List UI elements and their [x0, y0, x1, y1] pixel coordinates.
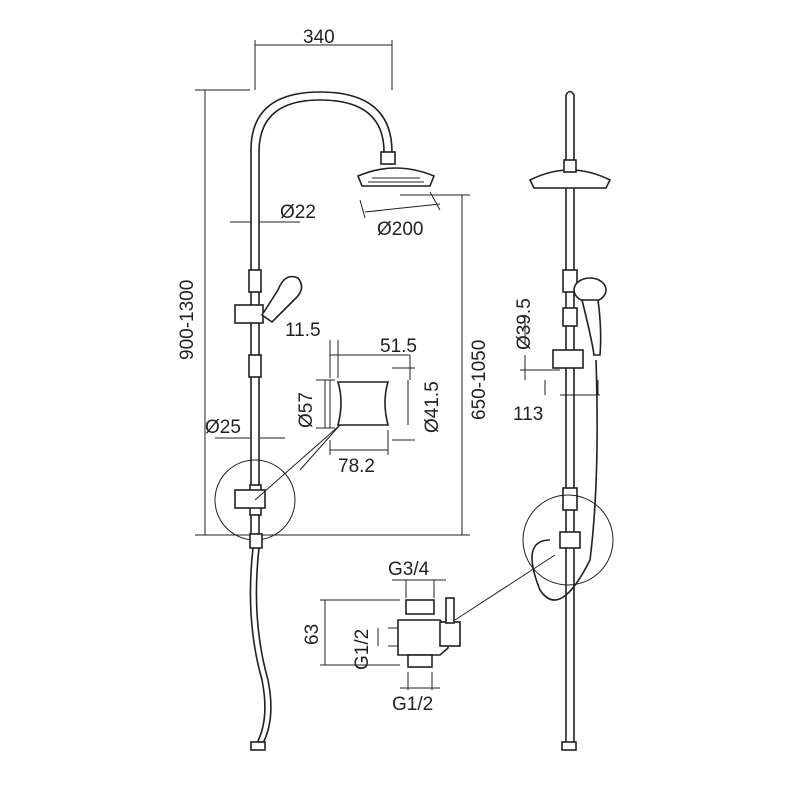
dim-holder-outer: Ø57	[296, 392, 317, 428]
dim-pipe-lower: Ø25	[205, 417, 241, 438]
dim-diverter-height: 63	[302, 624, 323, 645]
dim-inlet-top: G3/4	[388, 559, 430, 580]
front-view	[214, 91, 436, 751]
dim-holder-depth: 51.5	[380, 336, 417, 357]
diverter-detail	[320, 554, 556, 690]
slider-holder	[234, 304, 264, 324]
hand-shower-face	[573, 277, 607, 303]
dim-arm-width: 340	[303, 27, 335, 48]
dim-holder-projection: 113	[513, 404, 543, 425]
side-view	[520, 90, 614, 751]
dim-inlet-side: G1/2	[352, 629, 373, 670]
dim-holder-offset: 11.5	[285, 320, 321, 341]
dim-outlet-bottom: G1/2	[392, 694, 433, 715]
dim-total-height: 900-1300	[177, 280, 198, 360]
rain-head-side	[528, 169, 612, 189]
rain-head	[356, 167, 436, 187]
dim-holder-inner: Ø41.5	[422, 381, 443, 433]
dim-head-height: 650-1050	[469, 340, 490, 420]
dim-hand-shower: Ø39.5	[514, 298, 535, 350]
dimension-lines	[195, 40, 470, 536]
dim-head: Ø200	[377, 219, 423, 240]
dim-pipe-upper: Ø22	[280, 202, 316, 223]
hand-shower	[260, 275, 303, 324]
holder-detail	[316, 340, 415, 455]
dim-holder-width: 78.2	[338, 456, 375, 477]
